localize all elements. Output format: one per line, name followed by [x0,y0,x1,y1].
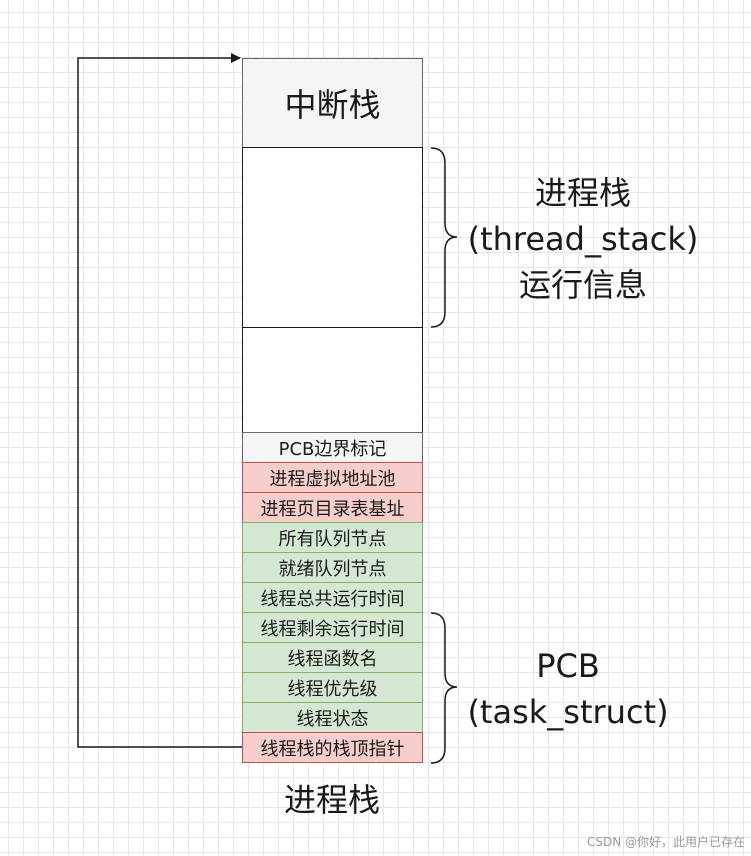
pcb-field-label: 就绪队列节点 [278,558,387,580]
thread-stack-annotation: 进程栈 (thread_stack) 运行信息 [463,170,703,308]
pcb-field-row: PCB边界标记 [242,432,423,463]
csdn-watermark: CSDN @你好，此用户已存在 [586,835,745,849]
pcb-field-label: 线程优先级 [287,678,378,700]
pcb-field-row: 线程函数名 [242,642,423,673]
thread-stack-annotation-line3: 运行信息 [518,266,647,304]
pcb-field-row: 就绪队列节点 [242,552,423,583]
pcb-field-label: 进程虚拟地址池 [269,468,396,490]
pcb-field-row: 线程总共运行时间 [242,582,423,613]
pcb-field-label: 进程页目录表基址 [260,498,405,520]
pcb-field-row: 线程剩余运行时间 [242,612,423,643]
stack-pointer-arrow [77,53,242,748]
bottom-caption: 进程栈 [283,781,380,819]
thread-stack-annotation-line1: 进程栈 [534,174,631,212]
pcb-field-label: 线程函数名 [287,648,378,670]
pcb-annotation: PCB (task_struct) [463,643,673,735]
pcb-field-label: 线程剩余运行时间 [260,618,405,640]
interrupt-stack-label: 中断栈 [284,86,381,124]
pcb-brace [430,612,458,764]
thread-stack-gap-block [242,327,423,433]
pcb-annotation-line1: PCB [536,647,600,685]
thread-stack-brace [430,147,458,328]
interrupt-stack-block: 中断栈 [242,58,423,148]
pcb-field-label: 线程总共运行时间 [260,588,405,610]
pcb-field-label: 线程栈的栈顶指针 [260,738,405,760]
pcb-field-row: 线程优先级 [242,672,423,703]
pcb-field-row: 线程状态 [242,702,423,733]
pcb-field-label: 线程状态 [296,708,369,730]
pcb-field-label: PCB边界标记 [278,438,387,460]
pcb-field-row: 进程虚拟地址池 [242,462,423,493]
pcb-field-label: 所有队列节点 [278,528,387,550]
pcb-field-row: 进程页目录表基址 [242,492,423,523]
thread-stack-annotation-line2: (thread_stack) [467,220,699,258]
pcb-annotation-line2: (task_struct) [467,693,669,731]
pcb-field-row: 线程栈的栈顶指针 [242,732,423,763]
